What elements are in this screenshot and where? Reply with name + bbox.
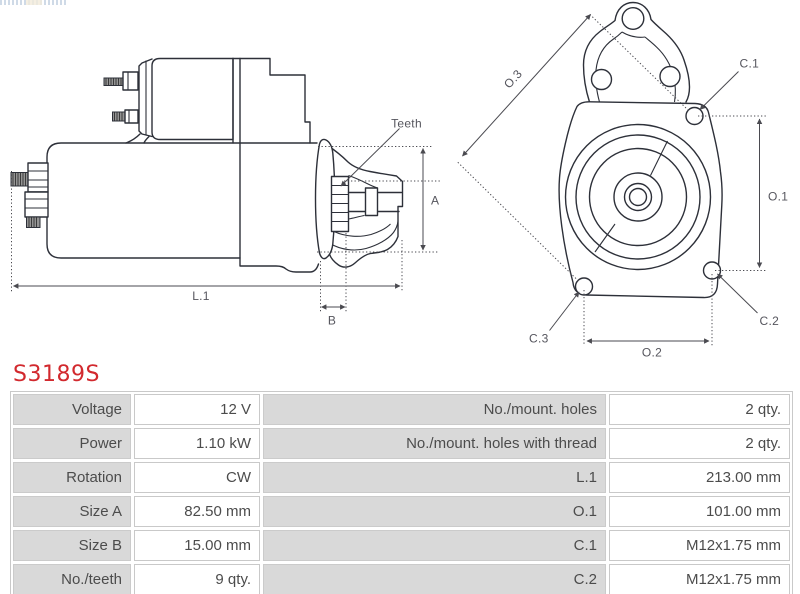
dim-label-c2: C.2 <box>760 314 780 328</box>
side-view: A L.1 B Teeth <box>10 57 440 328</box>
spec-label-cell: Size A <box>13 496 131 527</box>
spec-label-cell: Voltage <box>13 394 131 425</box>
spec-label-cell: No./mount. holes with thread <box>263 428 606 459</box>
spec-value-cell: 15.00 mm <box>134 530 260 561</box>
technical-drawing: A L.1 B Teeth <box>10 1 788 360</box>
spec-label-cell: No./mount. holes <box>263 394 606 425</box>
spec-label-cell: No./teeth <box>13 564 131 594</box>
spec-label-cell: C.1 <box>263 530 606 561</box>
spec-label-cell: Size B <box>13 530 131 561</box>
spec-label-cell: L.1 <box>263 462 606 493</box>
spec-label-cell: Power <box>13 428 131 459</box>
spec-value-cell: 213.00 mm <box>609 462 790 493</box>
spec-label-cell: C.2 <box>263 564 606 594</box>
dim-label-c3: C.3 <box>529 332 549 346</box>
dim-label-l1: L.1 <box>192 289 210 303</box>
dim-label-o1: O.1 <box>768 190 788 204</box>
front-view: O.3 O.1 O.2 C.1 C.2 C.3 <box>456 1 788 360</box>
spec-value-cell: 101.00 mm <box>609 496 790 527</box>
dim-label-o2: O.2 <box>642 346 662 360</box>
dim-label-b: B <box>328 314 336 328</box>
part-number: S3189S <box>13 362 100 387</box>
dim-label-c1: C.1 <box>740 57 760 71</box>
dim-label-a: A <box>431 194 439 208</box>
spec-value-cell: 12 V <box>134 394 260 425</box>
dim-label-teeth: Teeth <box>391 117 422 131</box>
spec-value-cell: 1.10 kW <box>134 428 260 459</box>
spec-label-cell: Rotation <box>13 462 131 493</box>
dim-label-o3: O.3 <box>501 67 525 91</box>
spec-value-cell: 82.50 mm <box>134 496 260 527</box>
watermark-logo <box>0 0 66 5</box>
spec-value-cell: 9 qty. <box>134 564 260 594</box>
spec-value-cell: M12x1.75 mm <box>609 564 790 594</box>
spec-value-cell: 2 qty. <box>609 428 790 459</box>
spec-label-cell: O.1 <box>263 496 606 527</box>
spec-value-cell: CW <box>134 462 260 493</box>
spec-value-cell: 2 qty. <box>609 394 790 425</box>
spec-value-cell: M12x1.75 mm <box>609 530 790 561</box>
